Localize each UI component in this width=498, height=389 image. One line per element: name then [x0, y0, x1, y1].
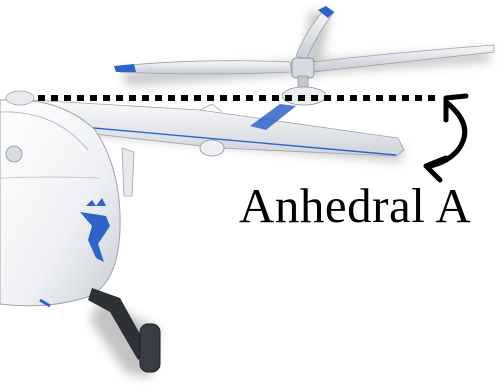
fuselage — [0, 91, 134, 306]
anhedral-angle-arrow — [426, 96, 466, 180]
rotor-blade-right — [312, 45, 494, 72]
sensor-dome — [6, 146, 22, 162]
rotor-blade-left — [118, 61, 292, 74]
rotor-blade-tip-up — [318, 6, 334, 18]
anhedral-angle-label: Anhedral A — [239, 178, 471, 234]
rotor-blade-tip-left — [114, 64, 136, 72]
wing — [30, 100, 404, 156]
rotor-hub — [292, 58, 314, 78]
wing-pod — [200, 140, 224, 156]
rotor-blade-up — [296, 8, 334, 60]
logo-emblem — [80, 198, 110, 262]
rotor — [114, 6, 494, 105]
motor-pod — [282, 87, 326, 105]
landing-gear — [40, 288, 160, 372]
rotor-mast — [298, 76, 308, 98]
